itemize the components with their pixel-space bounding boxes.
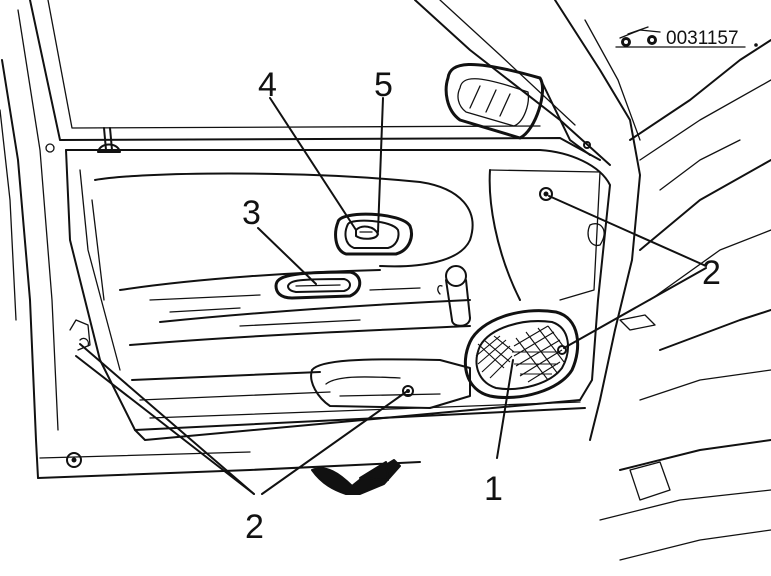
leader-3 — [257, 227, 317, 285]
speaker-mesh-right — [512, 325, 567, 383]
lower-armrest — [310, 358, 471, 409]
reference-code: 0031157 — [666, 28, 739, 49]
reference-mark: 0031157 — [615, 26, 758, 49]
curved-arrow-icon — [311, 459, 401, 495]
callout-2-right: 2 — [702, 254, 721, 292]
leader-2-bottom-a — [79, 343, 255, 495]
door-trim-panel — [65, 149, 611, 441]
leader-2-right-b — [563, 267, 707, 349]
pull-handle — [274, 270, 362, 300]
leader-2-right-a — [548, 195, 707, 267]
leader-lines — [75, 97, 707, 495]
speaker-grille — [463, 309, 580, 400]
leader-2-bottom-c — [261, 391, 407, 495]
car-wheels-icon — [619, 26, 661, 47]
leader-4 — [269, 97, 357, 231]
inner-handle — [334, 212, 413, 256]
leader-5 — [377, 97, 384, 233]
callout-1: 1 — [484, 470, 503, 508]
callouts: 1 2 2 3 4 5 — [242, 66, 721, 546]
window-crank — [437, 265, 471, 327]
speaker-mesh-left — [475, 335, 515, 379]
leader-2-bottom-b — [75, 355, 255, 495]
callout-3: 3 — [242, 194, 261, 232]
callout-4: 4 — [258, 66, 277, 104]
upper-screw — [539, 187, 553, 201]
leader-1 — [496, 359, 514, 459]
side-mirror — [444, 62, 591, 156]
callout-5: 5 — [374, 66, 393, 104]
callout-2-bottom: 2 — [245, 508, 264, 546]
